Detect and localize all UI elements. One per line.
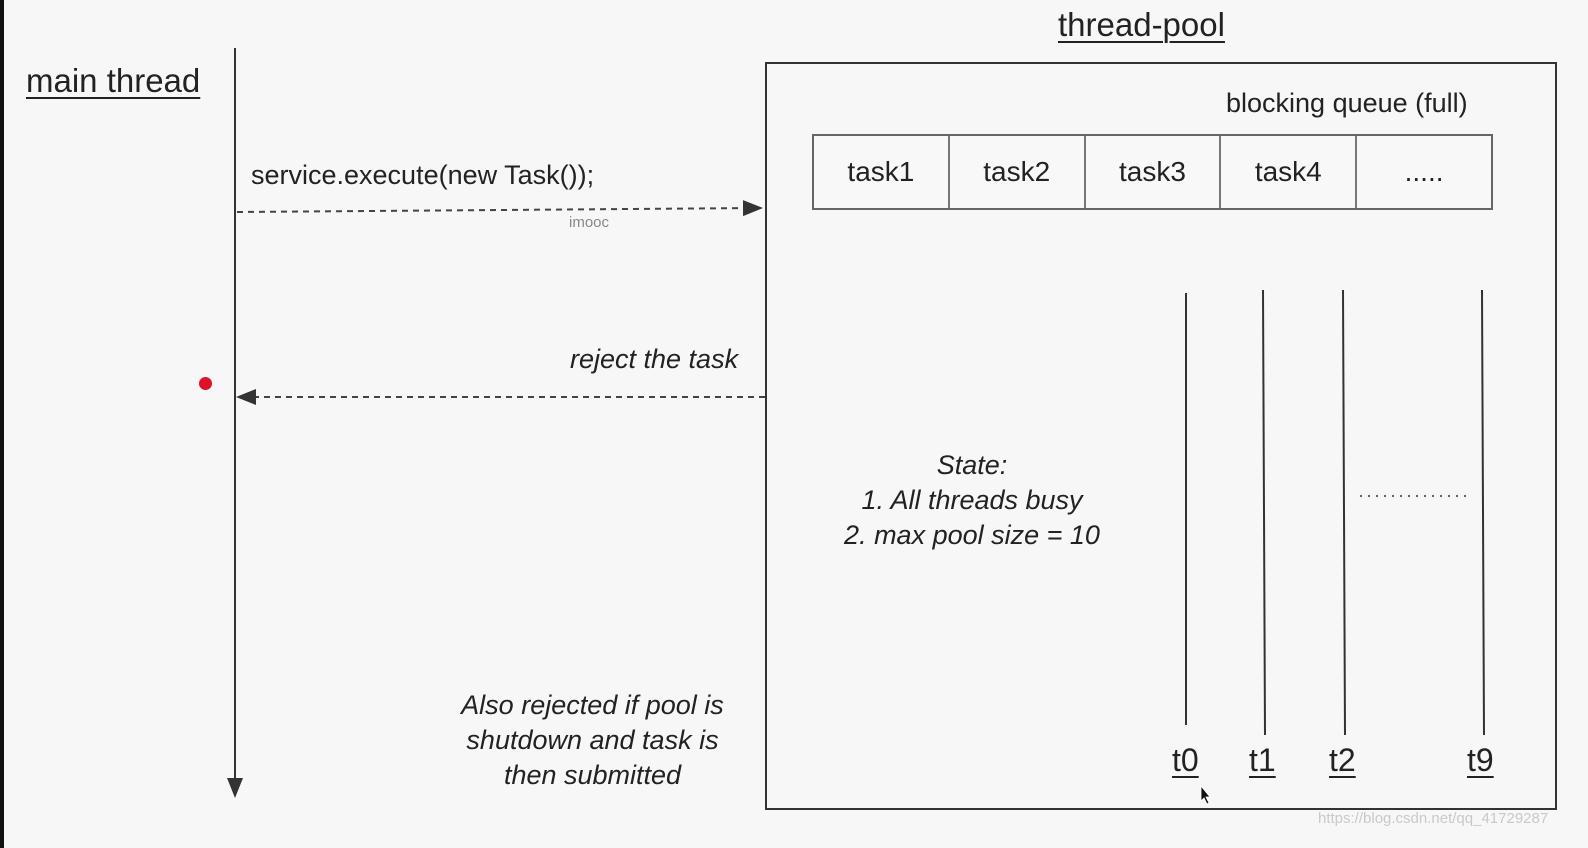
thread-label-t1: t1 (1249, 742, 1276, 778)
thread-line-t1 (1262, 289, 1266, 736)
queue-cell: task4 (1221, 136, 1358, 208)
execute-arrow (236, 200, 763, 217)
mouse-cursor-icon (1200, 784, 1211, 805)
note-line: Also rejected if pool is (461, 690, 724, 720)
thread-label-t2: t2 (1329, 742, 1356, 778)
thread-pool-title: thread-pool (1058, 6, 1225, 43)
thread-label-t9: t9 (1467, 742, 1494, 778)
thread-pool-box (765, 62, 1557, 810)
blocking-queue-label: blocking queue (full) (1226, 88, 1468, 118)
blocking-queue: task1 task2 task3 task4 ..... (812, 134, 1493, 210)
note-line: shutdown and task is (466, 725, 719, 755)
shutdown-rejection-note: Also rejected if pool is shutdown and ta… (430, 688, 755, 793)
left-edge-strip (0, 0, 4, 848)
imooc-watermark: imooc (569, 214, 610, 231)
queue-cell: task2 (950, 136, 1086, 208)
execute-call-label: service.execute(new Task()); (251, 160, 595, 190)
main-thread-title: main thread (26, 62, 201, 99)
reject-task-label: reject the task (570, 344, 739, 374)
state-line: 1. All threads busy (861, 485, 1083, 515)
queue-cell: task1 (814, 136, 950, 208)
thread-label-t0: t0 (1172, 742, 1199, 778)
red-marker-dot (199, 377, 212, 390)
thread-line-t9 (1481, 289, 1485, 736)
queue-cell: ..... (1404, 156, 1444, 187)
pool-state-text: State: 1. All threads busy 2. max pool s… (812, 448, 1132, 553)
state-line: 2. max pool size = 10 (844, 520, 1100, 550)
queue-cell: task3 (1086, 136, 1222, 208)
state-line: State: (936, 450, 1008, 480)
note-line: then submitted (503, 760, 682, 790)
csdn-watermark: https://blog.csdn.net/qq_41729287 (1318, 810, 1549, 827)
thread-line-t2 (1342, 289, 1346, 736)
